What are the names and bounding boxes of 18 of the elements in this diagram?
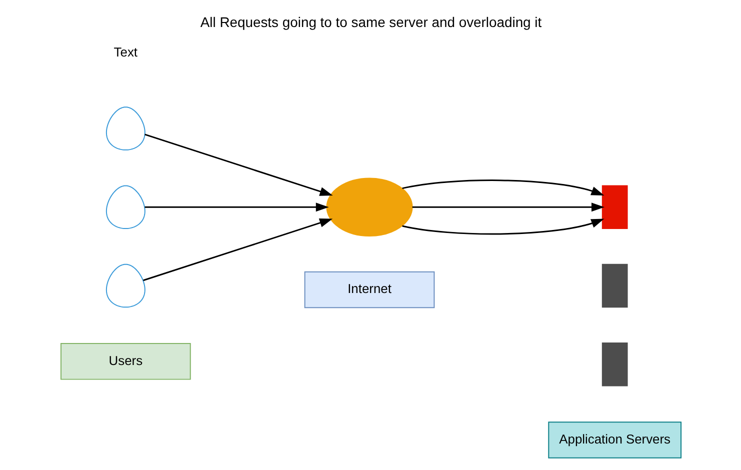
label: Text	[113, 44, 138, 60]
node-person	[105, 185, 145, 230]
node-box: Internet	[304, 271, 434, 308]
arrow	[144, 202, 328, 212]
node-box	[601, 264, 628, 308]
node-box	[601, 185, 628, 230]
node-box: Users	[60, 342, 190, 380]
node-box	[601, 342, 628, 386]
arrow	[402, 180, 604, 196]
arrow	[412, 202, 604, 212]
node-cloud	[326, 178, 412, 236]
node-person	[105, 264, 145, 308]
arrow	[402, 218, 604, 235]
arrow	[142, 218, 332, 282]
diagram-title: All Requests going to to same server and overloading it	[200, 14, 542, 30]
node-person	[105, 106, 145, 150]
node-box: Application Servers	[548, 422, 682, 458]
arrow	[144, 134, 332, 196]
